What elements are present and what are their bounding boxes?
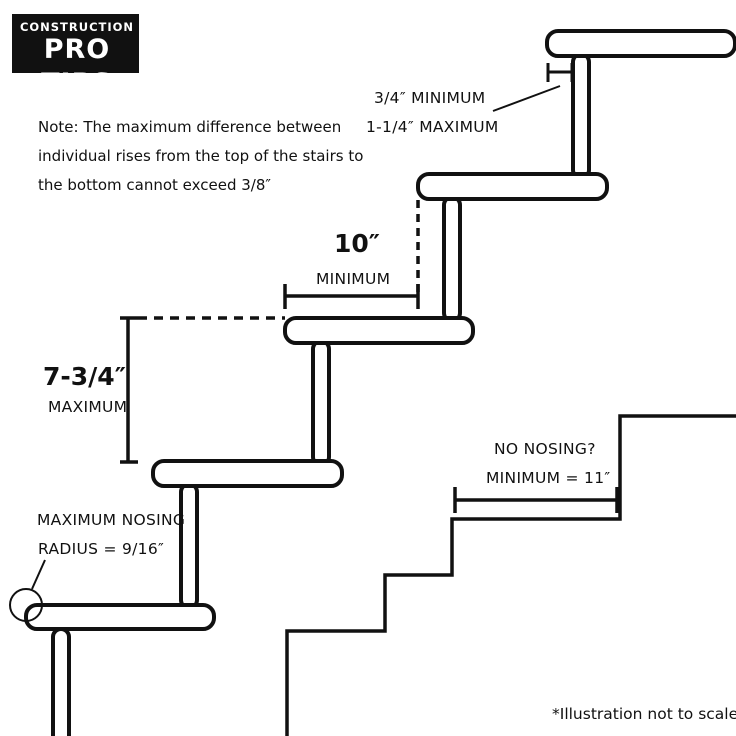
no-nosing-dimension (453, 487, 619, 513)
nosing-max-label: 1-1/4″ MAXIMUM (366, 118, 499, 136)
tread-text-label: MINIMUM (316, 270, 391, 288)
logo-line-2: PRO TIPS (41, 34, 113, 99)
riser-1 (51, 627, 71, 736)
no-nosing-label-line-2: MINIMUM = 11″ (486, 469, 611, 487)
note-line-3: the bottom cannot exceed 3/8″ (38, 176, 271, 194)
note-text: Note: The maximum difference between ind… (38, 113, 364, 200)
nosing-dimension (546, 63, 574, 82)
tread-4 (416, 172, 609, 201)
riser-4 (442, 195, 462, 323)
radius-leader-line (31, 559, 46, 590)
radius-label-line-2: RADIUS = 9/16″ (38, 540, 165, 558)
tread-2 (151, 459, 344, 488)
tread-value-label: 10″ (334, 229, 380, 258)
nosing-radius-circle (9, 588, 43, 622)
tread-1 (24, 603, 216, 631)
nosing-leader-line (492, 85, 561, 112)
riser-5 (571, 52, 591, 180)
riser-dimension (120, 316, 138, 464)
note-line-1: Note: The maximum difference between (38, 118, 342, 136)
riser-3 (311, 339, 331, 467)
riser-value-label: 7-3/4″ (43, 362, 126, 391)
riser-text-label: MAXIMUM (48, 398, 128, 416)
no-nosing-stair-profile (285, 414, 736, 736)
construction-pro-tips-logo (12, 14, 139, 73)
tread-3 (283, 316, 475, 345)
tread-5 (545, 29, 736, 58)
logo-line-1: CONSTRUCTION (19, 20, 135, 34)
no-nosing-label-line-1: NO NOSING? (494, 440, 596, 458)
radius-label-line-1: MAXIMUM NOSING (37, 511, 186, 529)
not-to-scale-footnote: *Illustration not to scale (552, 705, 736, 723)
riser-2 (179, 482, 199, 610)
nosing-min-label: 3/4″ MINIMUM (374, 89, 486, 107)
note-line-2: individual rises from the top of the sta… (38, 147, 364, 165)
